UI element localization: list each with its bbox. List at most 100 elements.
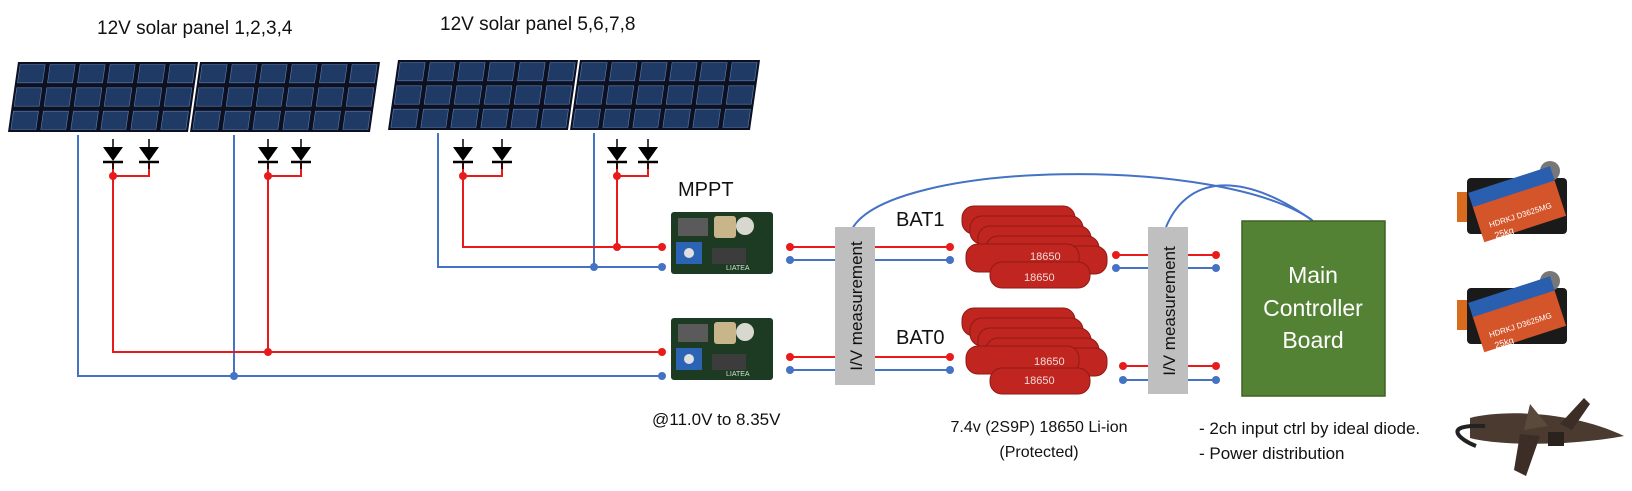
solar-cell [420, 108, 449, 128]
solar-cell [43, 87, 73, 107]
solar-panel-1-2 [8, 62, 198, 132]
mppt-chip-text: LIATEA [726, 265, 750, 272]
diode-icon [605, 137, 629, 171]
battery-cell-label: 18650 [1030, 251, 1061, 263]
solar-cell [699, 62, 728, 82]
solar-cell [605, 85, 635, 105]
mppt-board-0: LIATEA [671, 318, 773, 380]
solar-cell [602, 108, 631, 128]
solar-cell [107, 64, 136, 84]
solar-cell [692, 108, 721, 128]
solar-cell [319, 64, 348, 84]
solar-panel-3-4 [190, 62, 380, 132]
solar-cell [543, 85, 573, 105]
solar-cell [160, 110, 189, 130]
solar-cell [289, 64, 318, 84]
battery-cell-label: 18650 [1024, 272, 1055, 284]
solar-panel-5-6 [388, 60, 578, 130]
solar-cell [195, 87, 225, 107]
positive-junctions [109, 172, 1220, 370]
diode-icon [451, 137, 475, 171]
battery-pack-bat0 [961, 307, 1108, 395]
solar-cell [453, 85, 483, 105]
solar-cell [632, 108, 661, 128]
iv-measurement-1: I/V measurement [835, 227, 875, 385]
controller-note-1: - 2ch input ctrl by ideal diode. [1199, 419, 1420, 438]
servo-motor-1: HDRKJ D3625MG 25kg HV [1457, 161, 1567, 250]
negative-junctions [230, 256, 1220, 384]
solar-cell [167, 64, 196, 84]
mppt-label: MPPT [678, 179, 734, 201]
solar-cell [70, 110, 99, 130]
solar-cell [669, 62, 698, 82]
diode-icon [490, 137, 514, 171]
panel-cells [10, 64, 196, 130]
solar-cell [725, 85, 755, 105]
panel-cells [390, 62, 576, 128]
solar-cell [427, 62, 456, 82]
diode-icon [256, 137, 280, 171]
solar-cell [572, 108, 601, 128]
solar-cell [100, 110, 129, 130]
solar-cell [133, 87, 163, 107]
diode-icon [137, 137, 161, 171]
servo-tag-text: HV [1497, 238, 1511, 250]
solar-cell [609, 62, 638, 82]
solar-cell [390, 108, 419, 128]
solar-cell [10, 110, 39, 130]
solar-cell [222, 110, 251, 130]
solar-cell [342, 110, 371, 130]
solar-cell [349, 64, 378, 84]
solar-cell [73, 87, 103, 107]
thruster-icon [1455, 398, 1624, 476]
bat1-label: BAT1 [896, 209, 945, 231]
solar-cell [457, 62, 486, 82]
solar-cell [547, 62, 576, 82]
solar-cell [695, 85, 725, 105]
solar-cell [393, 85, 423, 105]
panel-cells [572, 62, 758, 128]
battery-spec-line2: (Protected) [999, 444, 1078, 461]
solar-cell [315, 87, 345, 107]
solar-cell [517, 62, 546, 82]
solar-cell [579, 62, 608, 82]
solar-cell [662, 108, 691, 128]
solar-cell [225, 87, 255, 107]
solar-cell [483, 85, 513, 105]
solar-cell [130, 110, 159, 130]
diode-icon [636, 137, 660, 171]
solar-cell [285, 87, 315, 107]
solar-cell [487, 62, 516, 82]
battery-cell-label: 18650 [1034, 356, 1065, 368]
battery-cell-label: 18650 [1024, 375, 1055, 387]
solar-panel-array [8, 60, 760, 132]
solar-cell [729, 62, 758, 82]
controller-title-line1: Main [1288, 262, 1338, 288]
solar-cell [103, 87, 133, 107]
solar-cell [192, 110, 221, 130]
solar-cell [513, 85, 543, 105]
solar-cell [259, 64, 288, 84]
solar-cell [252, 110, 281, 130]
panel-group-b-label: 12V solar panel 5,6,7,8 [440, 14, 635, 35]
solar-cell [137, 64, 166, 84]
solar-cell [639, 62, 668, 82]
diode-icon [101, 137, 125, 171]
battery-spec-line1: 7.4v (2S9P) 18650 Li-ion [951, 419, 1128, 436]
solar-cell [17, 64, 46, 84]
panel-cells [192, 64, 378, 130]
solar-cell [540, 108, 569, 128]
mppt-range-label: @11.0V to 8.35V [652, 410, 781, 429]
solar-cell [47, 64, 76, 84]
solar-cell [722, 108, 751, 128]
controller-note-2: - Power distribution [1199, 444, 1345, 463]
panel-group-a-label: 12V solar panel 1,2,3,4 [97, 18, 293, 39]
solar-cell [13, 87, 43, 107]
mppt-board-1: LIATEA [671, 212, 773, 274]
solar-cell [229, 64, 258, 84]
solar-cell [199, 64, 228, 84]
solar-cell [77, 64, 106, 84]
solar-cell [255, 87, 285, 107]
solar-cell [450, 108, 479, 128]
solar-cell [665, 85, 695, 105]
